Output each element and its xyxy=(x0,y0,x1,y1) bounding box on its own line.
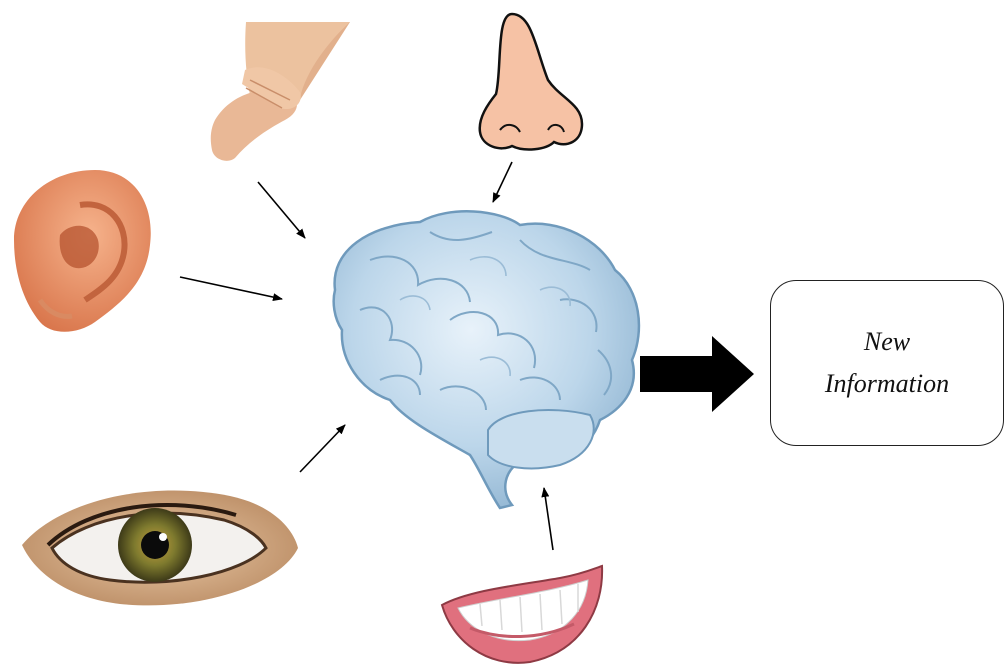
mouth-icon xyxy=(442,566,602,663)
ear-icon xyxy=(14,170,151,332)
brain-icon xyxy=(334,211,639,508)
eye-icon xyxy=(22,491,298,606)
new-information-box: New Information xyxy=(770,280,1004,446)
hand-icon xyxy=(211,22,350,161)
output-arrow xyxy=(640,336,754,412)
arrow-touch-to-brain xyxy=(258,182,305,238)
arrow-taste-to-brain xyxy=(544,488,553,550)
output-line-2: Information xyxy=(825,363,949,405)
arrow-smell-to-brain xyxy=(493,162,512,202)
arrow-sight-to-brain xyxy=(300,425,345,472)
nose-icon xyxy=(480,14,582,149)
output-line-1: New xyxy=(864,321,910,363)
arrow-hearing-to-brain xyxy=(180,277,282,299)
